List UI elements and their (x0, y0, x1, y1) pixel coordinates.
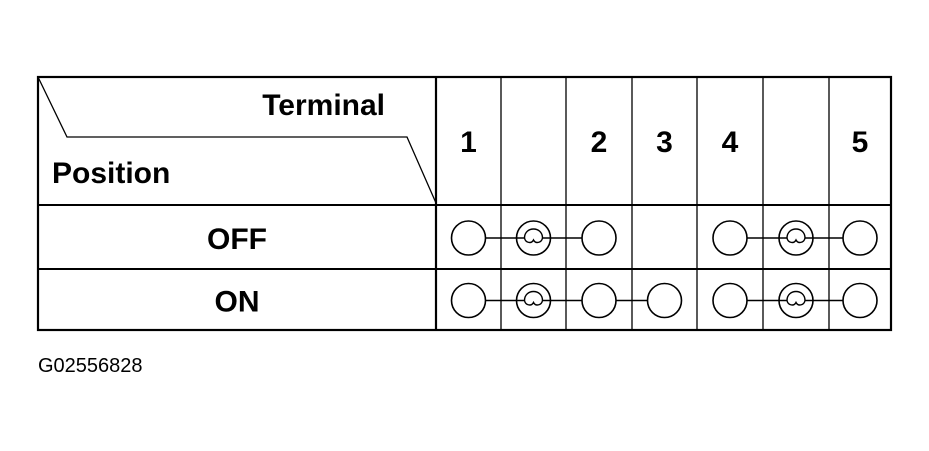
bulb-icon (515, 282, 552, 319)
bulb-icon (515, 220, 552, 256)
bulb-icon (778, 220, 814, 256)
position-header: Position (52, 157, 170, 190)
bulb-filament (523, 290, 544, 306)
terminal-circle (842, 282, 878, 319)
terminal-circle (581, 220, 617, 256)
terminal-number-2: 2 (591, 126, 608, 159)
bulb-filament (786, 228, 806, 244)
terminal-circle (581, 282, 617, 319)
terminal-circle (712, 282, 748, 319)
terminal-header: Terminal (262, 89, 385, 122)
position-label-on: ON (215, 286, 260, 319)
header-diagonal (37, 76, 437, 204)
terminal-circle (450, 220, 487, 256)
terminal-number-1: 1 (460, 126, 477, 159)
bulb-filament (523, 228, 544, 244)
figure-code: G02556828 (38, 355, 143, 377)
table-marks (450, 220, 878, 319)
terminal-circle (842, 220, 878, 256)
position-label-off: OFF (207, 223, 267, 256)
terminal-number-3: 3 (656, 126, 673, 159)
bulb-icon (778, 282, 814, 319)
terminal-circle (646, 282, 683, 319)
table-border (36, 75, 893, 332)
bulb-filament (786, 290, 806, 306)
terminal-circle (450, 282, 487, 319)
terminal-number-5: 5 (852, 126, 869, 159)
terminal-number-4: 4 (722, 126, 739, 159)
terminal-circle (712, 220, 748, 256)
